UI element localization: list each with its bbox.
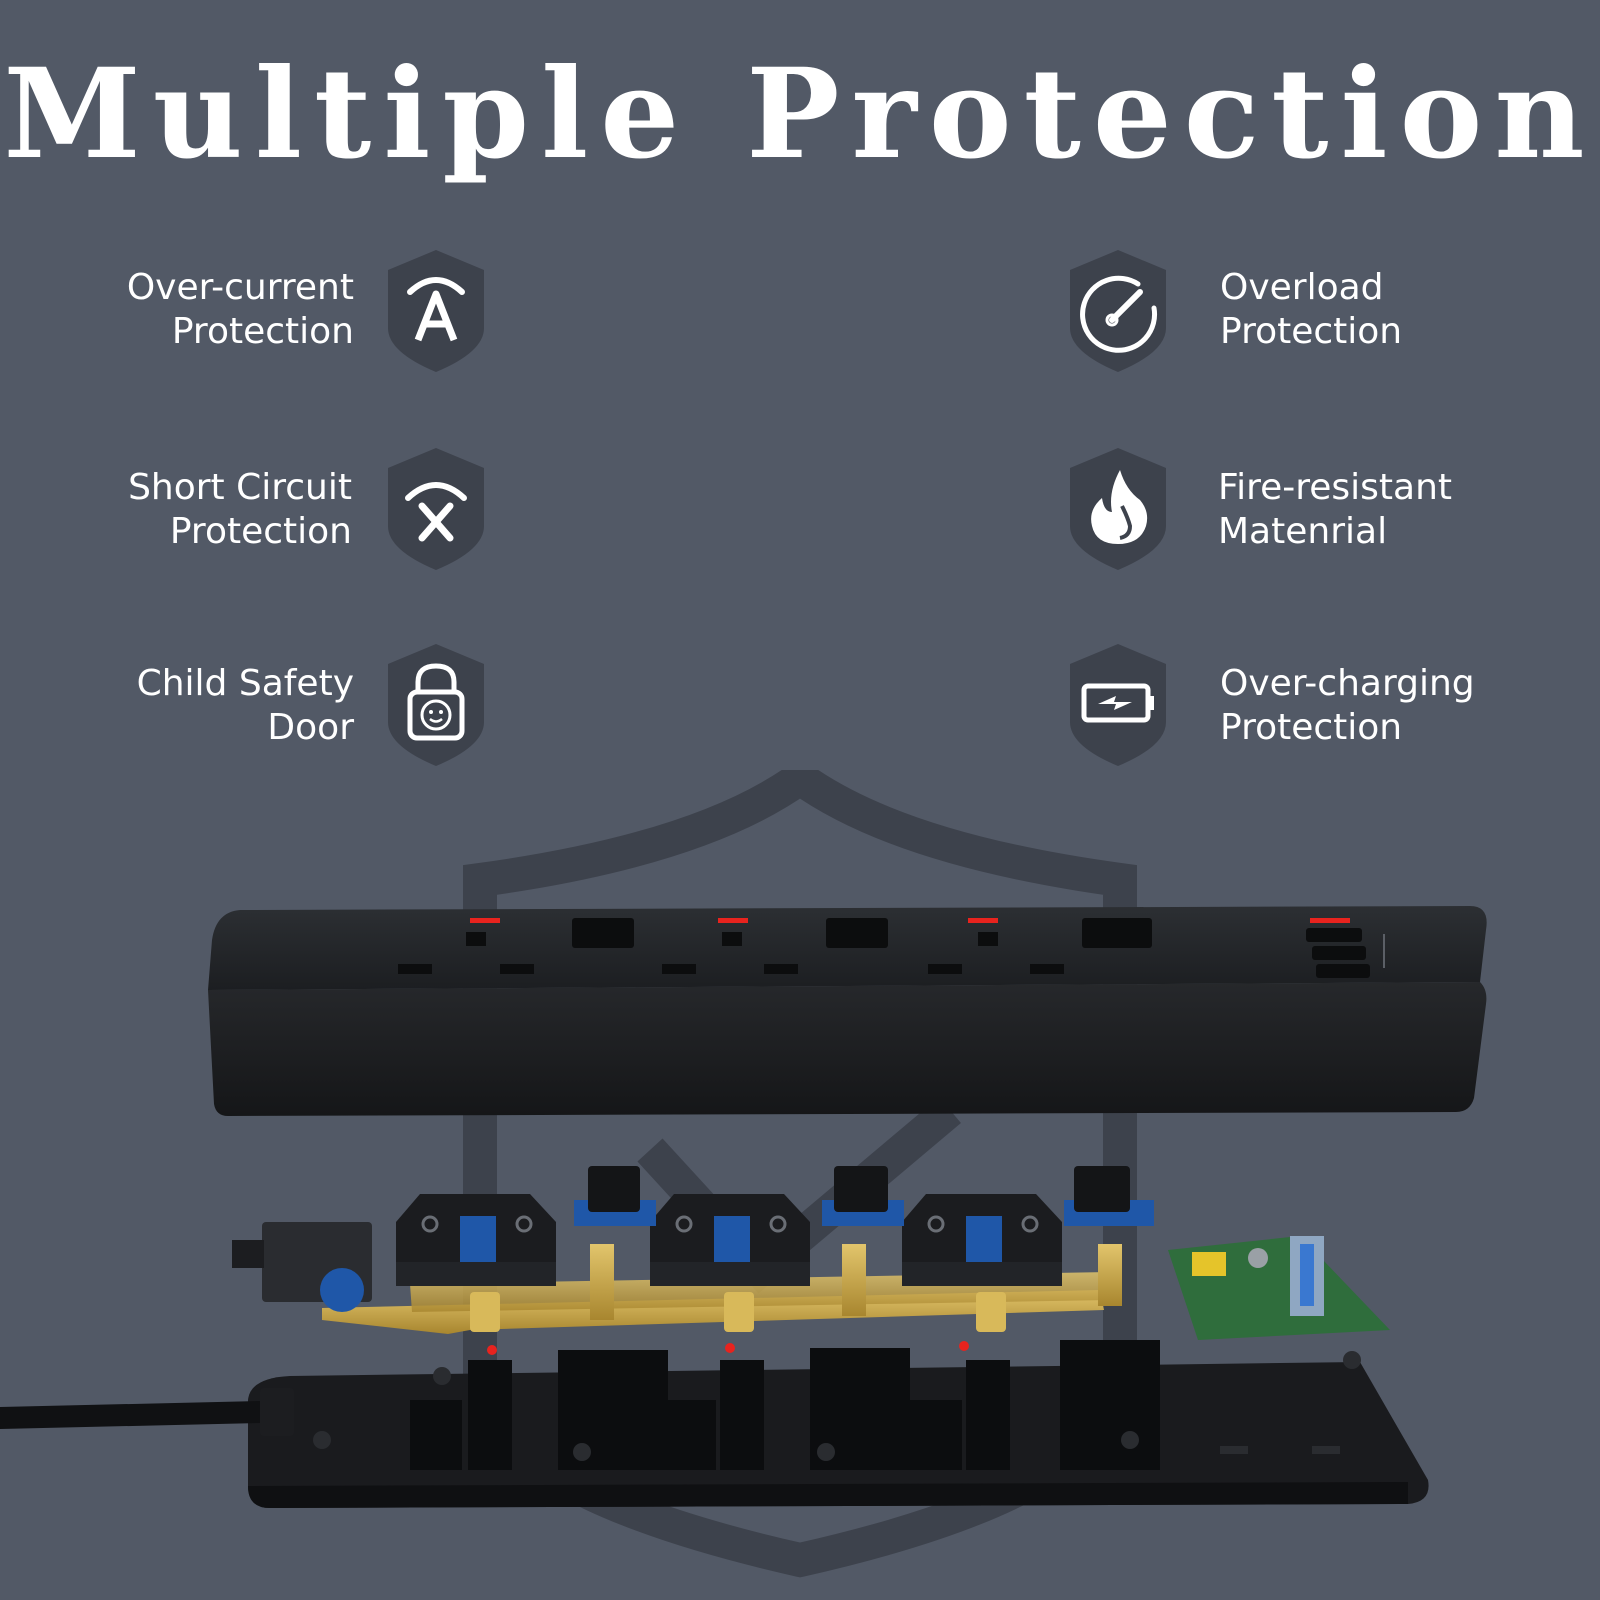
socket-module-2 [650, 1194, 810, 1332]
feature-over-charging-label: Over-charging Protection [1220, 663, 1475, 748]
battery-bolt-icon [1068, 642, 1168, 768]
feature-short-circuit-label: Short Circuit Protection [128, 467, 352, 552]
ampere-icon [386, 248, 486, 374]
usb-ports [1306, 918, 1385, 978]
socket-module-3 [902, 1194, 1062, 1332]
switch-3 [1064, 1166, 1154, 1226]
usb-pcb [1168, 1236, 1390, 1340]
baby-lock-icon [386, 642, 486, 768]
internal-components [232, 1166, 1390, 1340]
power-cord [0, 1401, 271, 1429]
feature-fire-resistant-label: Fire-resistant Matenrial [1218, 467, 1453, 552]
power-strip-exploded-view [0, 770, 1600, 1600]
short-circuit-icon [386, 446, 486, 572]
switch-2 [822, 1166, 904, 1226]
flame-icon [1068, 446, 1168, 572]
socket-2 [662, 918, 888, 974]
socket-3 [928, 918, 1152, 974]
feature-over-current-label: Over-current Protection [126, 267, 354, 352]
feature-child-safety-label: Child Safety Door [136, 663, 354, 748]
page-title: Multiple Protection [3, 42, 1597, 187]
socket-1 [398, 918, 634, 974]
bottom-housing [248, 1340, 1429, 1508]
top-cover [208, 906, 1487, 1116]
socket-module-1 [396, 1194, 556, 1332]
feature-overload-label: Overload Protection [1220, 267, 1403, 352]
switch-1 [574, 1166, 656, 1226]
gauge-icon [1068, 248, 1168, 374]
